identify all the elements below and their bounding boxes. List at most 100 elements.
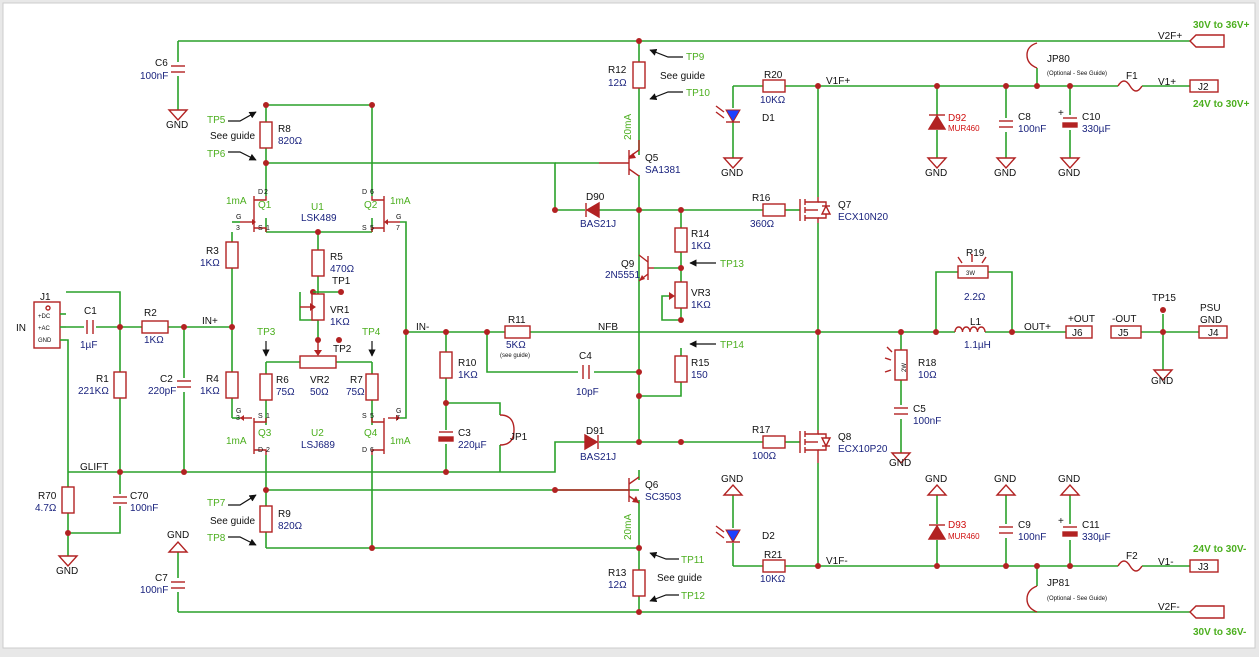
output-connectors: V2F+ 30V to 36V+ V2F- 30V to 36V- J2 V1+… — [1065, 20, 1250, 638]
j3-supply: 24V to 30V- — [1193, 544, 1246, 555]
svg-text:GND: GND — [167, 530, 189, 541]
r9-ref: R9 — [278, 509, 291, 520]
q5-ref: Q5 — [645, 153, 659, 164]
c5-ref: C5 — [913, 404, 926, 415]
r18-value: 10Ω — [918, 370, 937, 381]
q1-current: 1mA — [226, 196, 247, 207]
j1-label: IN — [16, 323, 26, 334]
u1-value: LSK489 — [301, 213, 337, 224]
j3-ref: J3 — [1198, 562, 1209, 573]
c1-value: 1µF — [80, 340, 97, 351]
svg-text:3: 3 — [236, 415, 240, 422]
vr1-value: 1KΩ — [330, 317, 350, 328]
svg-text:3: 3 — [236, 225, 240, 232]
c1-ref: C1 — [84, 306, 97, 317]
svg-text:+: + — [1058, 108, 1064, 119]
jp80-ref: JP80 — [1047, 54, 1070, 65]
svg-text:GND: GND — [994, 168, 1016, 179]
r19-ref: R19 — [966, 248, 985, 259]
c11-value: 330µF — [1082, 532, 1111, 543]
svg-text:GND: GND — [925, 474, 947, 485]
svg-text:D: D — [362, 189, 367, 196]
net-out-plus: OUT+ — [1024, 322, 1051, 333]
r16-value: 360Ω — [750, 219, 775, 230]
vr2-value: 50Ω — [310, 387, 329, 398]
tp4: TP4 — [362, 327, 381, 338]
r2-ref: R2 — [144, 308, 157, 319]
net-v1f-plus: V1F+ — [826, 76, 850, 87]
q8-ref: Q8 — [838, 432, 852, 443]
q8-value: ECX10P20 — [838, 444, 888, 455]
l1-ref: L1 — [970, 317, 982, 328]
r3-ref: R3 — [206, 246, 219, 257]
r1-value: 221KΩ — [78, 386, 109, 397]
j6-net: +OUT — [1068, 314, 1095, 325]
c9-value: 100nF — [1018, 532, 1046, 543]
j4-label-bottom: GND — [1200, 315, 1222, 326]
r18-rating: 2W — [902, 363, 908, 372]
r5-value: 470Ω — [330, 264, 355, 275]
r3-value: 1KΩ — [200, 258, 220, 269]
jp1-ref: JP1 — [510, 432, 528, 443]
svg-text:S: S — [362, 413, 367, 420]
svg-text:7: 7 — [396, 225, 400, 232]
svg-text:GND: GND — [56, 566, 78, 577]
r5-ref: R5 — [330, 252, 343, 263]
c70-value: 100nF — [130, 503, 158, 514]
d90-value: BAS21J — [580, 219, 616, 230]
r11-value: 5KΩ — [506, 340, 526, 351]
vr2-ref: VR2 — [310, 375, 330, 386]
svg-text:S: S — [258, 225, 263, 232]
jp81-note: (Optional - See Guide) — [1047, 596, 1107, 602]
j4-label-top: PSU — [1200, 303, 1221, 314]
vr1-ref: VR1 — [330, 305, 350, 316]
c7-value: 100nF — [140, 585, 168, 596]
r21-value: 10KΩ — [760, 574, 786, 585]
c3-value: 220µF — [458, 440, 487, 451]
r4-value: 1KΩ — [200, 386, 220, 397]
c5-value: 100nF — [913, 416, 941, 427]
q1-ref: Q1 — [258, 200, 272, 211]
tp7: TP7 — [207, 498, 226, 509]
d1-ref: D1 — [762, 113, 775, 124]
q7-mosfet: Q7 ECX10N20 — [799, 197, 888, 223]
r4-ref: R4 — [206, 374, 219, 385]
vr3-value: 1KΩ — [691, 300, 711, 311]
see-guide-tp7: See guide — [210, 516, 255, 527]
f2-ref: F2 — [1126, 551, 1138, 562]
r9-value: 820Ω — [278, 521, 303, 532]
j1-pin-dc: +DC — [38, 314, 51, 320]
q6-value: SC3503 — [645, 492, 682, 503]
tp11: TP11 — [681, 555, 705, 566]
u1-ref: U1 — [311, 202, 324, 213]
j5-net: -OUT — [1112, 314, 1136, 325]
potentiometers: VR1 1KΩ VR2 50Ω VR3 1KΩ — [299, 281, 711, 398]
svg-text:1: 1 — [266, 413, 270, 420]
q7-value: ECX10N20 — [838, 212, 888, 223]
r8-value: 820Ω — [278, 136, 303, 147]
c11-ref: C11 — [1082, 520, 1100, 531]
v2fm-supply: 30V to 36V- — [1193, 627, 1246, 638]
net-labels: IN+ IN- NFB GLIFT OUT+ V1F+ V1F- 20mA 20… — [80, 76, 1051, 567]
current-bottom: 20mA — [623, 514, 634, 540]
diodes: D90 BAS21J D91 BAS21J D92 MUR460 D93 MUR… — [580, 105, 980, 543]
r8-ref: R8 — [278, 124, 291, 135]
r17-value: 100Ω — [752, 451, 777, 462]
svg-text:1: 1 — [266, 225, 270, 232]
c4-value: 10pF — [576, 387, 599, 398]
q5-value: SA1381 — [645, 165, 681, 176]
v2fp-supply: 30V to 36V+ — [1193, 20, 1250, 31]
j4-ref: J4 — [1208, 328, 1219, 339]
see-guide-tp5: See guide — [210, 131, 255, 142]
see-guide-tp9: See guide — [660, 71, 705, 82]
l1-value: 1.1µH — [964, 340, 991, 351]
j6-ref: J6 — [1072, 328, 1083, 339]
r18-ref: R18 — [918, 358, 937, 369]
d92-value: MUR460 — [948, 124, 980, 133]
r20-ref: R20 — [764, 70, 783, 81]
r10-ref: R10 — [458, 358, 477, 369]
svg-text:7: 7 — [396, 415, 400, 422]
vr3-ref: VR3 — [691, 288, 711, 299]
